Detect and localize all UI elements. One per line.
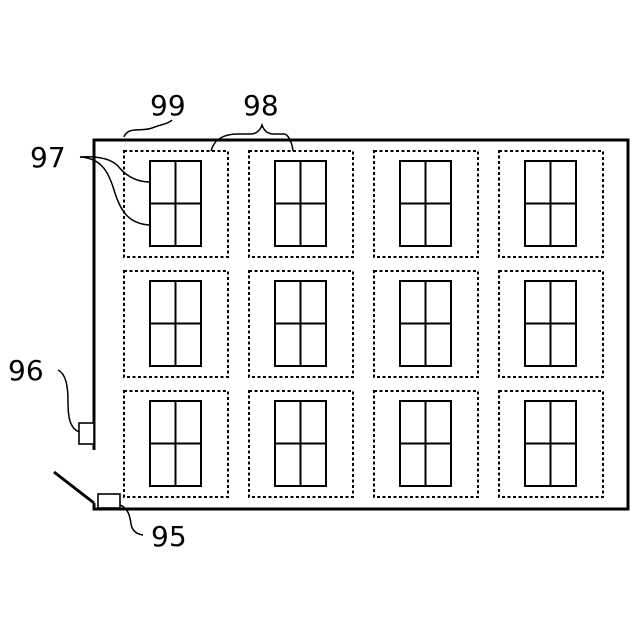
wall-device-box bbox=[79, 423, 94, 444]
label-95: 95 bbox=[151, 520, 187, 553]
window-grid bbox=[124, 151, 603, 497]
label-99: 99 bbox=[150, 89, 186, 122]
leader-97-bottom bbox=[80, 157, 150, 225]
leader-97-top bbox=[80, 157, 150, 182]
leader-99 bbox=[124, 120, 172, 137]
label-96: 96 bbox=[8, 354, 44, 387]
label-98: 98 bbox=[243, 89, 279, 122]
door-leaf bbox=[54, 472, 94, 503]
brace-98 bbox=[211, 125, 293, 151]
leader-96 bbox=[58, 370, 79, 432]
label-97: 97 bbox=[30, 141, 66, 174]
door-device-box bbox=[98, 494, 120, 508]
